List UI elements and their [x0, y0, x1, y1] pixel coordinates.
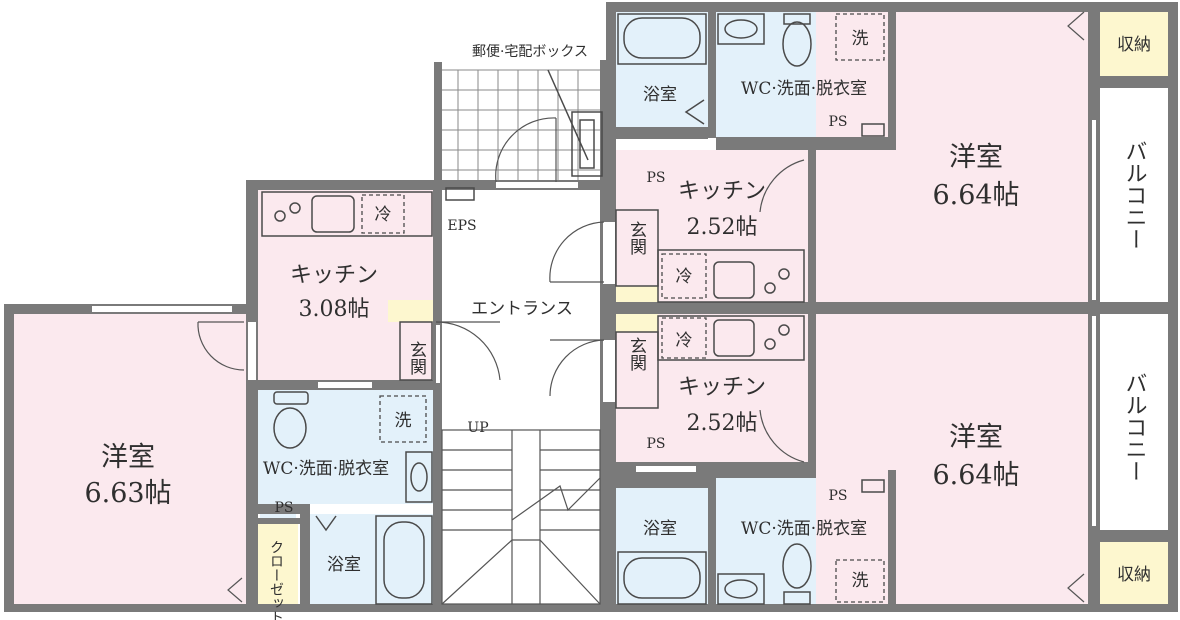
top-ps-a-label: PS	[828, 114, 847, 130]
left-ps-label: PS	[274, 500, 293, 516]
left-fridge-label: 冷	[375, 205, 392, 225]
openings	[92, 120, 1096, 526]
closet-arrows	[227, 11, 1085, 603]
left-kitchen-size: 3.08帖	[299, 297, 370, 322]
left-washer-label: 洗	[395, 411, 412, 431]
top-western-label: 洋室	[949, 142, 1003, 173]
bot-wc-fixtures	[717, 479, 885, 605]
left-wc-fixtures	[273, 391, 433, 503]
top-washer-label: 洗	[852, 29, 869, 49]
top-bath-fixtures	[617, 13, 707, 125]
left-western-label: 洋室	[101, 442, 155, 473]
bot-genkan-cream	[616, 314, 658, 332]
bot-fridge-label: 冷	[676, 331, 693, 351]
door-swings	[197, 117, 805, 463]
top-bath-label: 浴室	[643, 85, 677, 105]
left-closet-area	[256, 524, 298, 604]
left-genkan-box	[399, 321, 433, 381]
mailbox	[547, 69, 603, 177]
top-balcony-area	[1100, 88, 1168, 302]
top-ps-b-label: PS	[646, 170, 665, 186]
top-kitchen-label: キッチン	[678, 179, 766, 204]
staircase	[441, 429, 601, 605]
left-bath-fixtures	[315, 515, 433, 605]
bot-storage-label: 収納	[1117, 565, 1151, 585]
bot-balcony-area	[1100, 314, 1168, 530]
bot-kitchen-fixtures	[615, 315, 805, 409]
left-bath-area	[310, 514, 433, 604]
left-bath-label: 浴室	[327, 555, 361, 575]
bot-western-size: 6.64帖	[932, 460, 1019, 491]
left-cream-strip	[388, 300, 433, 322]
top-fridge-label: 冷	[676, 267, 693, 287]
bot-western-room	[816, 314, 1088, 604]
top-kitchen-area	[616, 150, 808, 302]
top-western-size: 6.64帖	[932, 180, 1019, 211]
bot-kitchen-area	[616, 314, 808, 462]
left-kitchen-counter	[261, 191, 433, 237]
left-genkan-area	[398, 322, 433, 380]
bot-bath-fixtures	[617, 551, 707, 605]
bot-storage-area	[1100, 542, 1168, 604]
eps-label: EPS	[447, 218, 476, 234]
top-balcony-label: バルコニー	[1122, 140, 1147, 250]
left-closet-label: クローゼット	[268, 540, 284, 620]
top-wc-label: WC·洗面·脱衣室	[741, 79, 867, 99]
bot-washer-label: 洗	[852, 571, 869, 591]
bot-ps-a-label: PS	[646, 436, 665, 452]
left-wc-label: WC·洗面·脱衣室	[263, 459, 389, 479]
top-western-room	[816, 12, 1088, 302]
bot-balcony-label: バルコニー	[1122, 372, 1147, 482]
top-kitchen-fixtures	[615, 209, 805, 303]
top-storage-label: 収納	[1117, 35, 1151, 55]
left-western-size: 6.63帖	[84, 478, 171, 509]
top-genkan-cream	[616, 286, 658, 302]
bot-bath-label: 浴室	[643, 519, 677, 539]
top-bath-area	[616, 12, 708, 127]
left-western-room	[14, 314, 246, 604]
bot-ps-b-label: PS	[828, 488, 847, 504]
up-label: UP	[467, 420, 488, 436]
mailbox-label: 郵便·宅配ボックス	[472, 44, 588, 60]
top-wc-fixtures	[717, 13, 885, 137]
top-storage-area	[1100, 12, 1168, 76]
bot-genkan-label: 玄関	[626, 337, 646, 371]
bot-wc-label: WC·洗面·脱衣室	[741, 519, 867, 539]
eps-box	[445, 187, 475, 201]
top-genkan-label: 玄関	[626, 221, 646, 255]
walls	[4, 2, 1178, 612]
entrance-label: エントランス	[471, 299, 573, 319]
bot-bath-area	[616, 488, 708, 604]
entrance-tiles	[437, 69, 607, 183]
left-genkan-label: 玄関	[406, 341, 426, 375]
left-kitchen-label: キッチン	[290, 263, 378, 288]
bot-kitchen-label: キッチン	[678, 375, 766, 400]
bot-western-label: 洋室	[949, 422, 1003, 453]
bot-kitchen-size: 2.52帖	[687, 411, 758, 436]
top-kitchen-size: 2.52帖	[687, 215, 758, 240]
